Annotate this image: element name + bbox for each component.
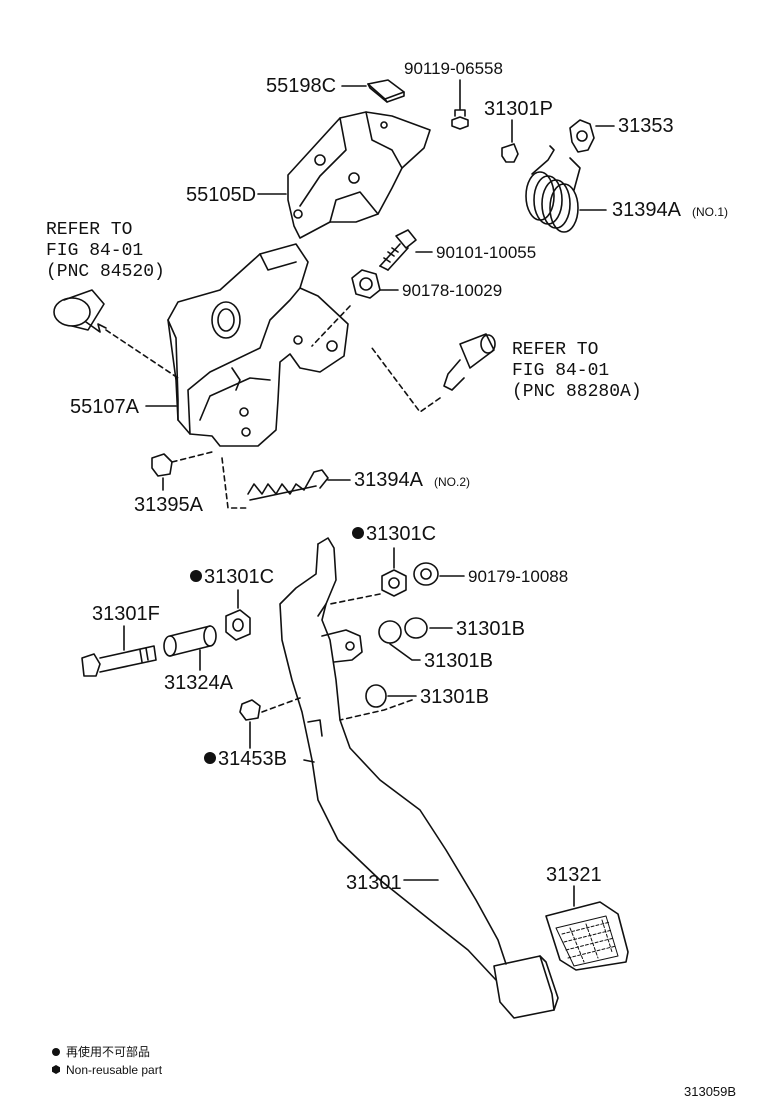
label-55198C: 55198C (266, 75, 337, 97)
non-reusable-dot-icon (352, 527, 364, 539)
non-reusable-dot-icon (204, 752, 216, 764)
reference-note-84520: REFER TO FIG 84-01 (PNC 84520) (46, 220, 165, 282)
collar-31324A-shape (163, 625, 217, 657)
switch-88280A-shape (443, 333, 496, 391)
nut-90179-shape (413, 562, 439, 586)
label-31301B-2: 31301B (424, 650, 493, 672)
label-31301B-1: 31301B (456, 618, 525, 640)
clip-31301P-shape (501, 143, 519, 163)
label-31324A: 31324A (164, 672, 233, 694)
label-31353: 31353 (618, 115, 674, 137)
pedal-lever-31301-shape (279, 537, 507, 981)
label-no2: (NO.2) (434, 475, 470, 489)
label-31453B-text: 31453B (218, 748, 287, 770)
pedal-pad-shape (493, 955, 559, 1019)
nut-31453B-shape (239, 699, 261, 721)
bolt-90119-shape (451, 109, 469, 130)
nut-90178-shape (351, 269, 381, 299)
label-31395A: 31395A (134, 494, 203, 516)
bullet-hex-icon (52, 1065, 60, 1074)
nut-31301C-shape (381, 569, 407, 597)
label-31301: 31301 (346, 872, 402, 894)
label-31301C-left: 31301C (190, 566, 274, 588)
cushion-31395A-shape (151, 453, 173, 477)
bullet-dot-icon (52, 1048, 60, 1056)
bolt-90101-shape (379, 229, 417, 271)
label-90179-10088: 90179-10088 (468, 567, 569, 586)
collar-31301C-shape (225, 609, 251, 641)
switch-84520-shape (53, 289, 107, 333)
label-31301F: 31301F (92, 603, 160, 625)
label-31394A-no1: 31394A (612, 199, 681, 221)
label-31301C-left-text: 31301C (204, 566, 275, 588)
label-31394A-no2: 31394A (354, 469, 423, 491)
spring-31394A-no2-shape (247, 469, 329, 501)
stopper-31353-shape (569, 119, 595, 153)
legend-text-english: Non-reusable part (66, 1063, 163, 1077)
legend-line-english: Non-reusable part (52, 1062, 162, 1079)
bracket-55107A-shape (167, 243, 349, 447)
label-no1: (NO.1) (692, 205, 728, 219)
label-31453B: 31453B (204, 748, 287, 770)
pad-31321-shape (545, 901, 629, 971)
legend-text-japanese: 再使用不可部品 (66, 1045, 151, 1059)
reference-note-88280A: REFER TO FIG 84-01 (PNC 88280A) (512, 340, 642, 402)
label-90101-10055: 90101-10055 (436, 243, 537, 262)
figure-code: 313059B (684, 1084, 737, 1099)
legend-line-japanese: 再使用不可部品 (52, 1044, 150, 1061)
spring-31394A-no1-shape (525, 145, 581, 233)
label-31301C-top-text: 31301C (366, 523, 437, 545)
label-90178-10029: 90178-10029 (402, 281, 503, 300)
plate-55198C-shape (367, 79, 405, 103)
label-31301P: 31301P (484, 98, 553, 120)
bushing-31301B-shapes (365, 617, 428, 708)
non-reusable-dot-icon (190, 570, 202, 582)
label-31321: 31321 (546, 864, 602, 886)
bolt-31301F-shape (81, 645, 157, 677)
label-90119-06558: 90119-06558 (404, 59, 503, 78)
label-55105D: 55105D (186, 184, 257, 206)
bracket-55105D-shape (287, 111, 431, 239)
label-31301B-3: 31301B (420, 686, 489, 708)
label-31301C-top: 31301C (352, 523, 436, 545)
label-55107A: 55107A (70, 396, 139, 418)
